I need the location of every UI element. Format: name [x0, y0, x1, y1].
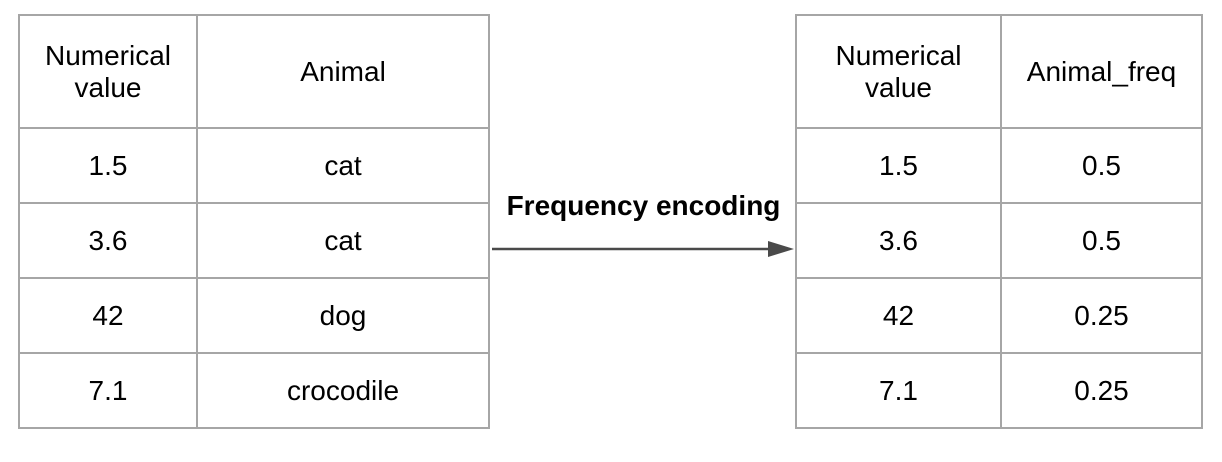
table-row: 42 0.25 — [795, 277, 1203, 354]
header-cell-animal: Animal — [196, 14, 490, 129]
cell-numerical-value: 3.6 — [18, 202, 198, 279]
cell-numerical-value: 42 — [18, 277, 198, 354]
cell-numerical-value: 3.6 — [795, 202, 1002, 279]
original-data-table: Numerical value Animal 1.5 cat 3.6 cat 4… — [18, 14, 490, 429]
table-row: 1.5 cat — [18, 127, 490, 204]
cell-animal: cat — [196, 127, 490, 204]
encoded-data-table: Numerical value Animal_freq 1.5 0.5 3.6 … — [795, 14, 1203, 429]
cell-numerical-value: 7.1 — [18, 352, 198, 429]
table-row: 42 dog — [18, 277, 490, 354]
cell-numerical-value: 7.1 — [795, 352, 1002, 429]
cell-numerical-value: 1.5 — [18, 127, 198, 204]
cell-numerical-value: 42 — [795, 277, 1002, 354]
table-header-row: Numerical value Animal_freq — [795, 14, 1203, 129]
cell-numerical-value: 1.5 — [795, 127, 1002, 204]
header-label: Numerical value — [835, 39, 962, 103]
header-cell-animal-freq: Animal_freq — [1000, 14, 1203, 129]
arrow-head — [768, 241, 794, 257]
cell-animal: dog — [196, 277, 490, 354]
cell-animal-freq: 0.25 — [1000, 352, 1203, 429]
cell-animal-freq: 0.25 — [1000, 277, 1203, 354]
header-label: Numerical value — [44, 39, 172, 103]
table-row: 7.1 0.25 — [795, 352, 1203, 429]
table-row: 3.6 0.5 — [795, 202, 1203, 279]
table-header-row: Numerical value Animal — [18, 14, 490, 129]
cell-animal-freq: 0.5 — [1000, 202, 1203, 279]
table-row: 3.6 cat — [18, 202, 490, 279]
right-arrow-icon — [492, 241, 794, 257]
cell-animal-freq: 0.5 — [1000, 127, 1203, 204]
header-cell-numerical-value: Numerical value — [18, 14, 198, 129]
cell-animal: cat — [196, 202, 490, 279]
arrow-label: Frequency encoding — [506, 190, 781, 221]
header-cell-numerical-value: Numerical value — [795, 14, 1002, 129]
table-row: 7.1 crocodile — [18, 352, 490, 429]
table-row: 1.5 0.5 — [795, 127, 1203, 204]
cell-animal: crocodile — [196, 352, 490, 429]
